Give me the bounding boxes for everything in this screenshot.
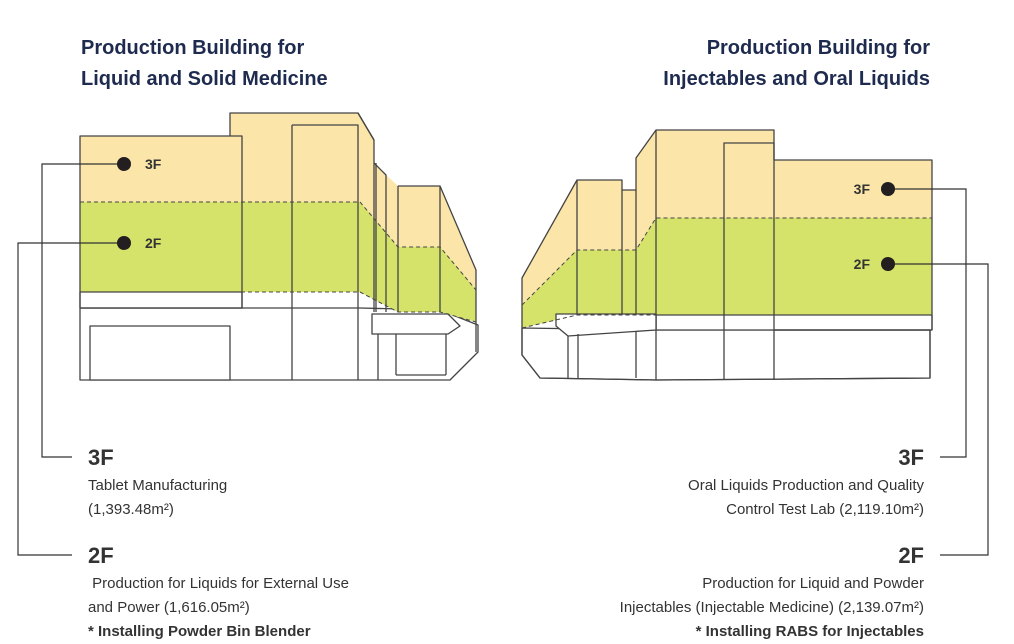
right-2f-note: * Installing RABS for Injectables (695, 623, 924, 640)
left-2f-description: Production for Liquids for External Use … (88, 572, 349, 644)
left-3f-description: Tablet Manufacturing (1,393.48m²) (88, 474, 227, 522)
left-3f-heading: 3F (88, 445, 114, 470)
right-2f-marker-dot (881, 257, 895, 271)
right-2f-desc-line-1: Production for Liquid and Powder (702, 575, 924, 592)
right-ground-floor (521, 327, 931, 381)
left-2f-marker-label: 2F (145, 235, 162, 251)
left-3f-desc-line-1: Tablet Manufacturing (88, 477, 228, 494)
left-2f-desc-line-1: Production for Liquids for External Use (88, 575, 349, 592)
left-white-band (79, 291, 243, 309)
left-3f-marker-label: 3F (145, 156, 162, 172)
right-3f-desc-line-2: Control Test Lab (2,119.10m²) (726, 501, 924, 518)
right-3f-description: Oral Liquids Production and Quality Cont… (688, 474, 924, 522)
left-2f-marker-dot (117, 236, 131, 250)
right-3f-marker-dot (881, 182, 895, 196)
right-title-line-2: Injectables and Oral Liquids (663, 68, 930, 90)
left-2f-note: * Installing Powder Bin Blender (88, 623, 311, 640)
left-building-title: Production Building for Liquid and Solid… (81, 33, 328, 95)
right-2f-heading: 2F (898, 543, 924, 568)
right-3f-marker-label: 3F (854, 181, 871, 197)
right-white-band (655, 314, 933, 331)
right-3f-desc-line-1: Oral Liquids Production and Quality (688, 477, 924, 494)
left-2f-desc-line-2: and Power (1,616.05m²) (88, 599, 250, 616)
right-title-line-1: Production Building for (706, 37, 930, 59)
left-title-line-2: Liquid and Solid Medicine (81, 68, 328, 90)
right-2f-leader-line (888, 263, 989, 556)
right-2f-description: Production for Liquid and Powder Injecta… (620, 572, 924, 644)
right-building-illustration (521, 129, 933, 381)
right-floor2-zone (522, 218, 932, 328)
right-2f-marker-label: 2F (854, 256, 871, 272)
right-3f-heading: 3F (898, 445, 924, 470)
left-floor3-zone (80, 113, 476, 322)
left-3f-leader-line (41, 163, 124, 458)
right-building-title: Production Building for Injectables and … (663, 33, 930, 95)
right-2f-desc-line-2: Injectables (Injectable Medicine) (2,139… (619, 599, 924, 616)
right-3f-leader-line (888, 188, 967, 458)
left-3f-marker-dot (117, 157, 131, 171)
left-3f-desc-line-2: (1,393.48m²) (88, 501, 174, 518)
left-building-illustration (79, 112, 479, 381)
left-title-line-1: Production Building for (81, 37, 305, 59)
left-2f-heading: 2F (88, 543, 114, 568)
buildings-diagram: 3F 2F 3F 2F (17, 112, 989, 556)
left-2f-leader-line (17, 242, 124, 556)
